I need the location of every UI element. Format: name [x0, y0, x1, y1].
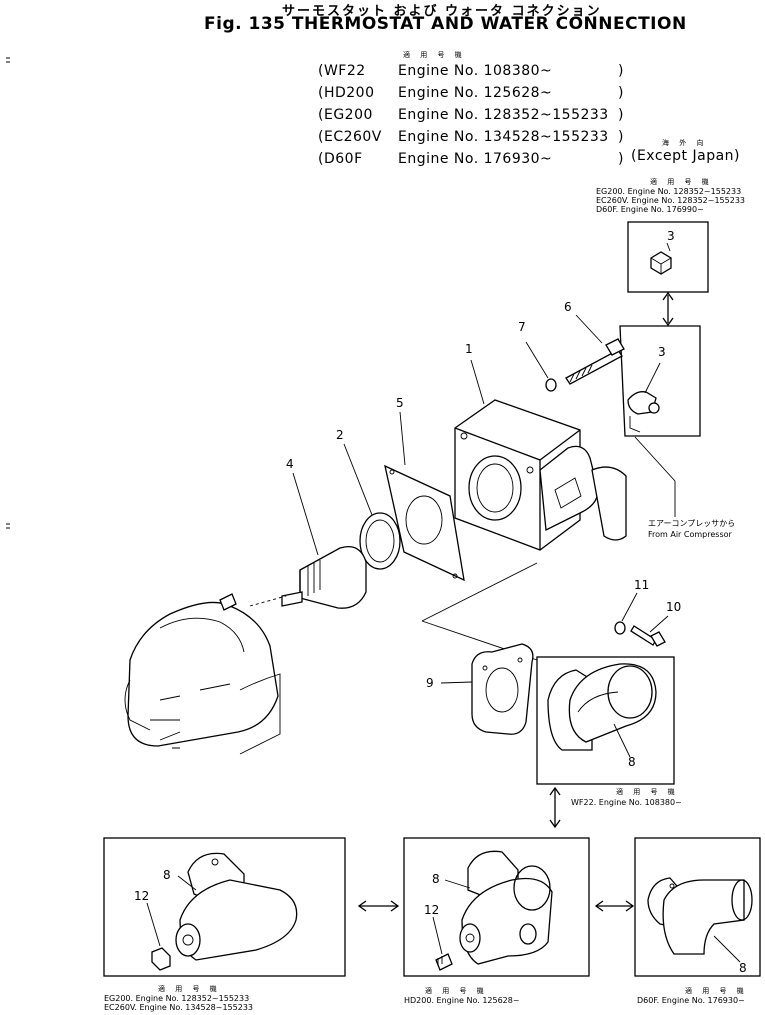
plug-part-12-hd200	[435, 953, 453, 971]
part-label-7: 7	[518, 320, 526, 334]
part-label-11: 11	[634, 578, 650, 592]
air-compressor-jp: エアーコンプレッサから	[648, 519, 736, 528]
top-box-note: EG200. Engine No. 128352~155233 EC260V. …	[596, 187, 746, 214]
closing-parens: )))))	[618, 63, 624, 167]
plug-part-3	[650, 251, 672, 275]
elbow-detail-box	[619, 325, 701, 437]
water-connection-part-8-hd200	[459, 850, 553, 965]
top-box-jp: 適 用 号 機	[650, 178, 713, 186]
bottom-left-note: EG200. Engine No. 128352~155233 EC260V. …	[104, 994, 254, 1012]
part-label-1: 1	[465, 342, 473, 356]
bottom-center-note: HD200. Engine No. 125628~	[404, 996, 520, 1005]
part-label-10: 10	[666, 600, 682, 614]
bottom-left-jp: 適 用 号 機	[158, 985, 221, 993]
water-connection-part-8-eg200	[175, 852, 298, 961]
double-arrow-top	[662, 291, 674, 327]
bolt-part-10	[630, 625, 666, 647]
part-label-12-hd200: 12	[424, 903, 440, 917]
bottom-right-note: D60F. Engine No. 176930~	[637, 996, 745, 1005]
part-label-4: 4	[286, 457, 294, 471]
engine-housing-sketch	[124, 593, 281, 755]
applicable-jp-label: 適 用 号 機	[403, 51, 466, 59]
d60f-detail-box	[634, 837, 761, 977]
part-label-9: 9	[426, 676, 434, 690]
bottom-right-jp: 適 用 号 機	[685, 987, 748, 995]
air-compressor-note: From Air Compressor	[648, 530, 732, 539]
washer-part-11	[614, 621, 626, 635]
gasket-part-9	[471, 643, 534, 735]
wf22-note: WF22. Engine No. 108380~	[571, 798, 682, 807]
part-label-5: 5	[396, 396, 404, 410]
plug-part-12-eg200	[151, 947, 171, 971]
elbow-part-3	[627, 391, 660, 433]
part-label-3-elbow: 3	[658, 345, 666, 359]
thermostat-part-4	[281, 545, 367, 609]
part-label-8-hd200: 8	[432, 872, 440, 886]
water-connection-part-8-d60f	[647, 877, 753, 955]
japanese-title: サーモスタット および ウォータ コネクション	[282, 4, 602, 19]
double-arrow-right	[594, 900, 635, 912]
part-label-8-eg200: 8	[163, 868, 171, 882]
figure-title: Fig. 135 THERMOSTAT AND WATER CONNECTION	[204, 14, 687, 34]
double-arrow-left	[357, 900, 400, 912]
gasket-part-5	[384, 464, 465, 582]
bolt-part-6	[565, 338, 625, 385]
double-arrow-middle	[549, 786, 561, 829]
part-label-12-eg200: 12	[134, 889, 150, 903]
part-label-6: 6	[564, 300, 572, 314]
part-label-8-wf22: 8	[628, 755, 636, 769]
part-label-3-top: 3	[667, 229, 675, 243]
part-label-8-d60f: 8	[739, 961, 747, 975]
part-label-2: 2	[336, 428, 344, 442]
washer-part-7	[545, 378, 557, 392]
bottom-center-jp: 適 用 号 機	[425, 987, 488, 995]
wf22-jp: 適 用 号 機	[616, 788, 679, 796]
overseas-jp-label: 海 外 向	[662, 139, 708, 147]
water-connection-part-8-wf22	[547, 663, 657, 751]
seal-ring-part-2	[359, 512, 401, 570]
thermostat-housing-part-1	[454, 399, 627, 551]
hd200-detail-box	[403, 837, 590, 977]
eg200-detail-box	[103, 837, 346, 977]
wf22-detail-box	[536, 656, 675, 785]
except-japan-label: (Except Japan)	[631, 148, 740, 164]
